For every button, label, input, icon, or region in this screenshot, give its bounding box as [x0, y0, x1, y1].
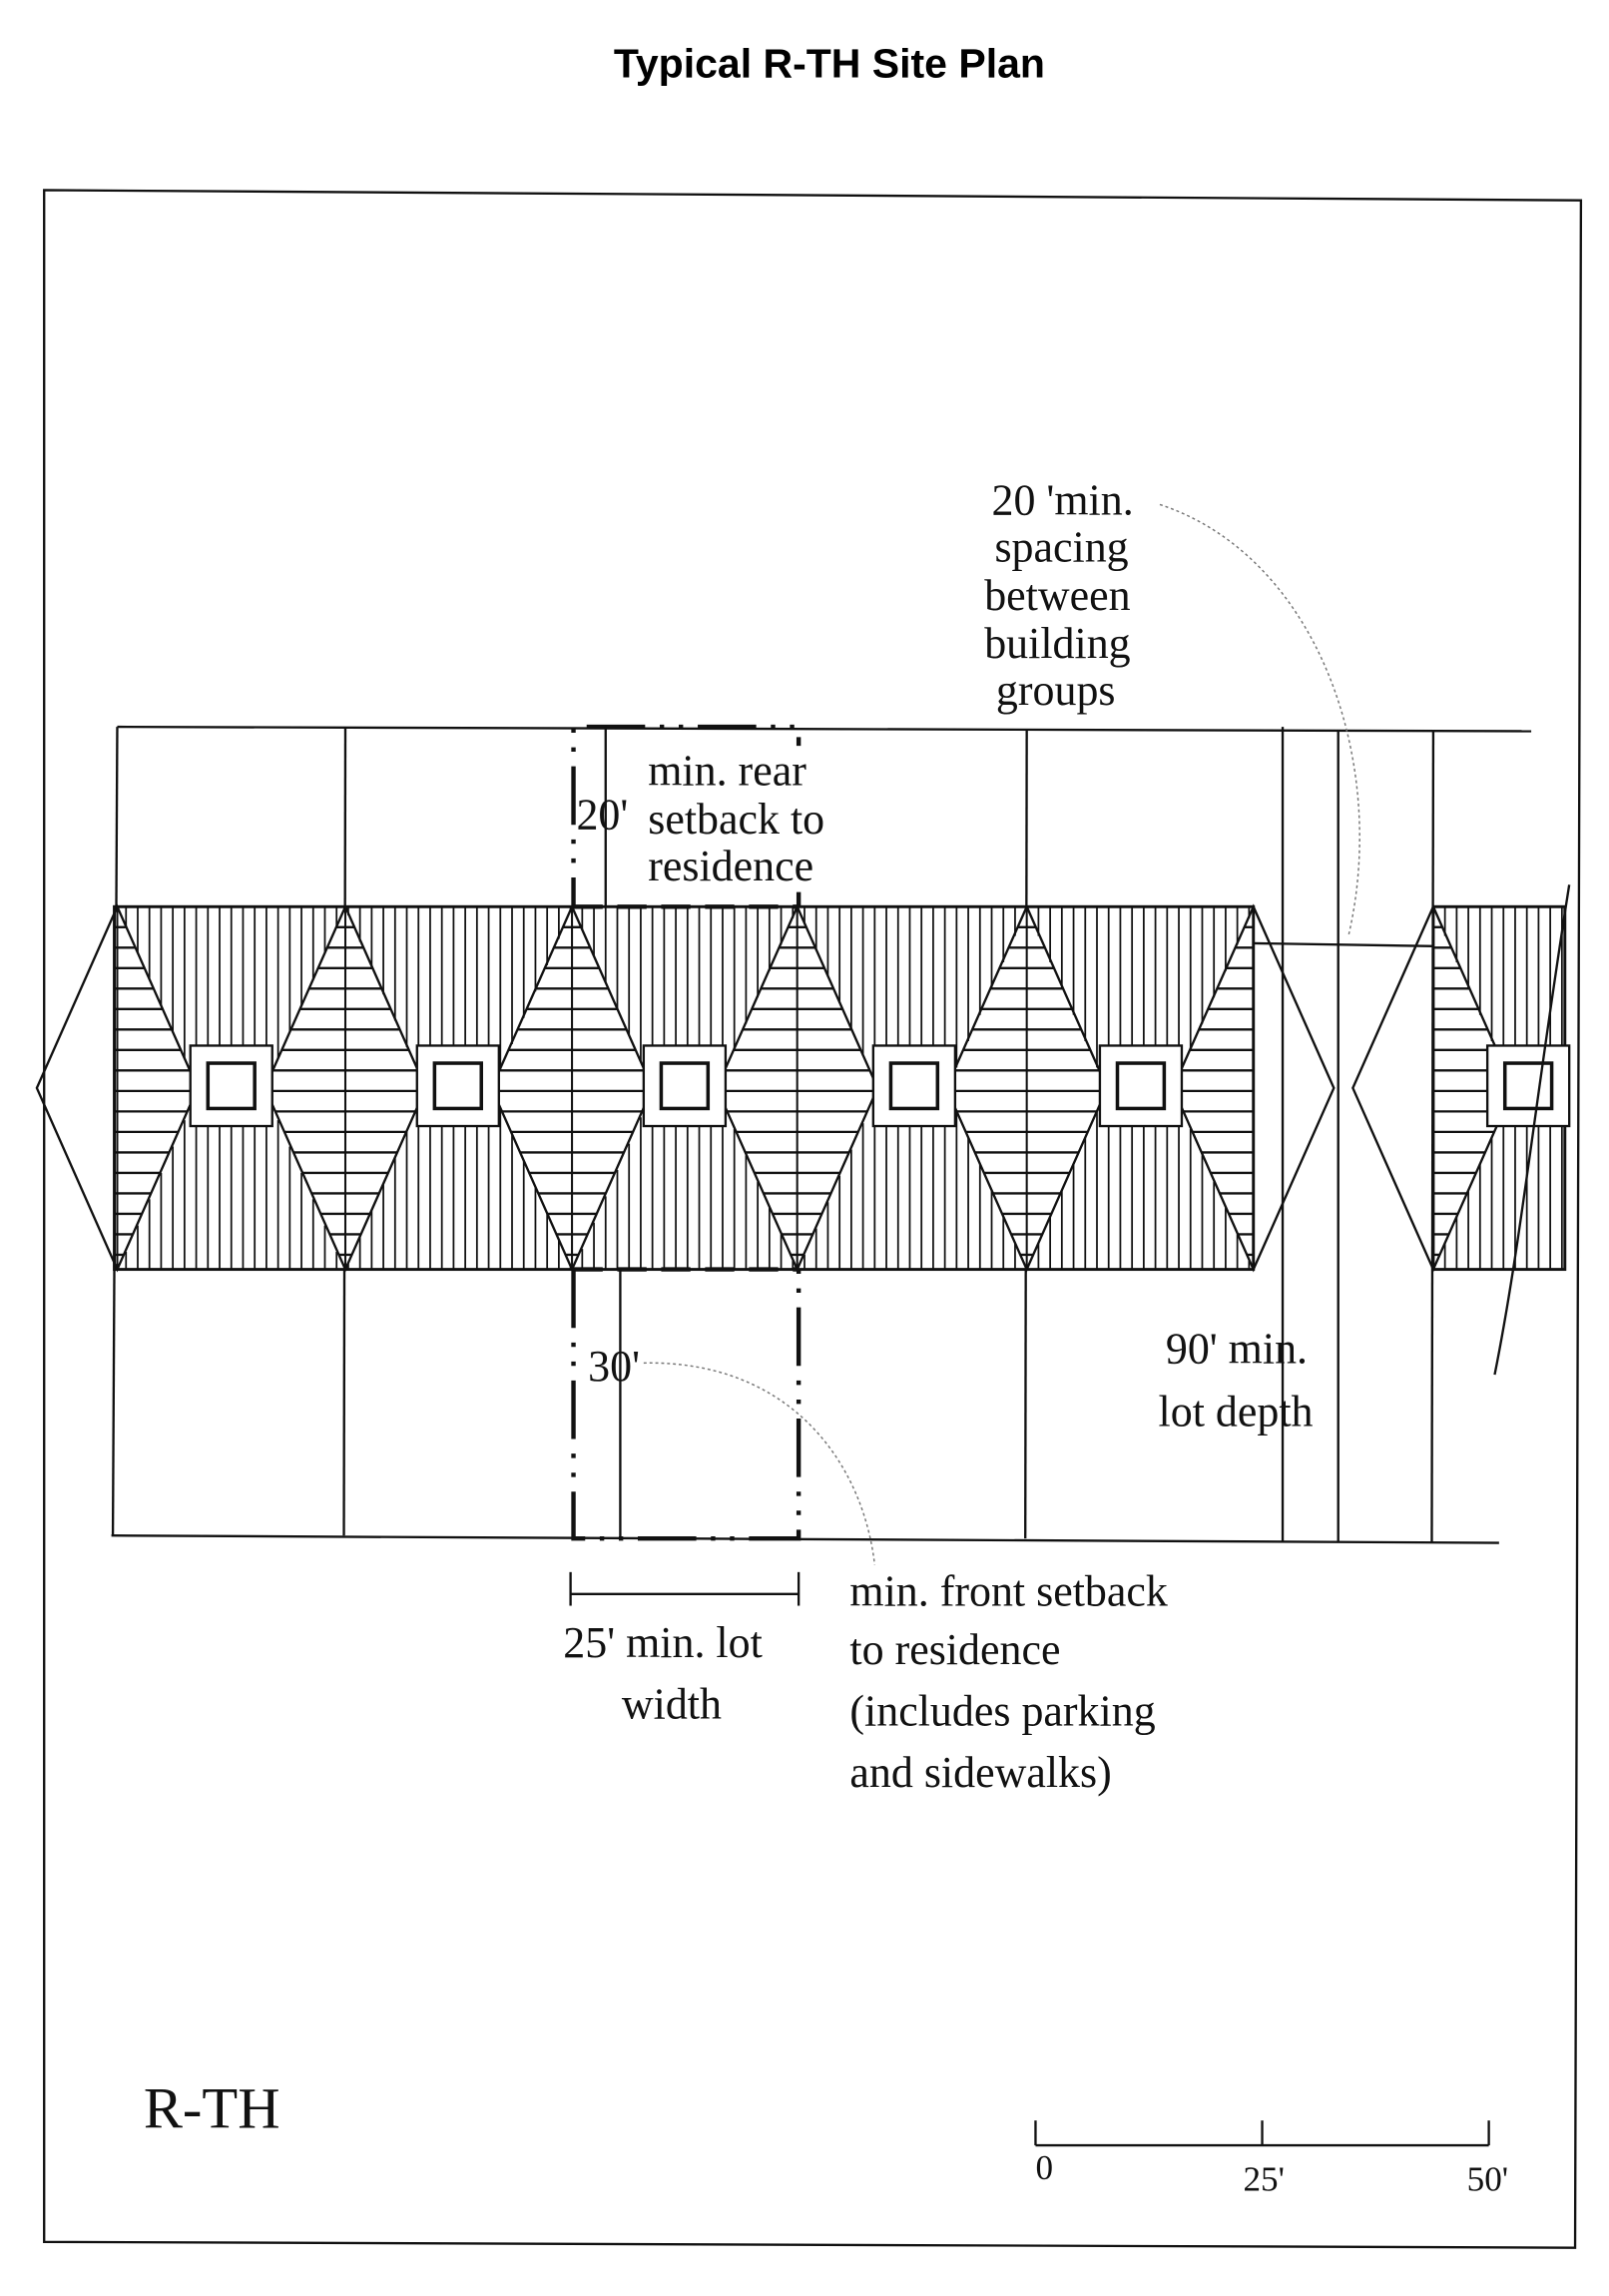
chimney-base [189, 1044, 273, 1128]
front-setback-label: min. front setback to residence (include… [849, 1567, 1167, 1798]
label-line: and sidewalks) [849, 1748, 1111, 1797]
label-line: min. front setback [849, 1567, 1167, 1616]
lot-width-label: 25' min. lot width [563, 1618, 763, 1729]
lot-depth-label: 90' min. lot depth [1159, 1324, 1314, 1435]
highlighted-lot-rear-setback [571, 724, 802, 907]
label-line: width [622, 1679, 722, 1728]
label-line: (includes parking [849, 1687, 1155, 1736]
label-line: 90' min. [1166, 1324, 1308, 1373]
lot-rear-line [117, 725, 1532, 733]
frame-border [43, 189, 1583, 2249]
page-title: Typical R-TH Site Plan [614, 41, 1045, 87]
chimney-icon [888, 1061, 940, 1111]
building-group [35, 903, 1336, 1273]
cut-line [1493, 884, 1571, 1376]
roof-diamond [264, 903, 427, 1273]
rear-setback-value: 20' [576, 791, 628, 840]
roof-diamond [944, 903, 1109, 1273]
spacing-label: 20 'min. spacing between building groups [984, 476, 1134, 715]
spacing-dimension [1253, 941, 1433, 948]
label-line: 25' min. lot [563, 1618, 763, 1667]
chimney-icon [659, 1061, 711, 1111]
label-line: spacing [994, 523, 1128, 572]
label-line: residence [648, 842, 813, 890]
label-line: lot depth [1159, 1387, 1314, 1435]
front-setback-value: 30' [588, 1342, 640, 1391]
roof-diamond [1351, 903, 1515, 1273]
scale-bar: 0 25' 50' [1034, 2120, 1508, 2199]
rear-setback-label: min. rear 20' setback to residence [576, 746, 860, 892]
label-line: groups [996, 666, 1116, 715]
scale-label: 50' [1467, 2160, 1508, 2199]
roof-diamond [35, 903, 200, 1273]
chimney-icon [432, 1061, 484, 1111]
highlighted-lot-front-setback [571, 1269, 802, 1541]
label-line: to residence [849, 1625, 1060, 1674]
label-line: between [984, 571, 1130, 620]
scale-label: 0 [1035, 2148, 1053, 2187]
scale-label: 25' [1243, 2160, 1284, 2199]
label-line: min. rear [648, 747, 806, 796]
lot-front-line [111, 1534, 1499, 1544]
leader-line [1159, 503, 1360, 936]
label-line: 20 'min. [992, 476, 1134, 525]
roof-diamond [1171, 903, 1336, 1273]
chimney-icon [1502, 1061, 1554, 1111]
label-line: building [984, 619, 1130, 668]
zone-label: R-TH [144, 2076, 280, 2141]
chimney-icon [1115, 1061, 1167, 1111]
leader-line [643, 1362, 876, 1565]
chimney-icon [206, 1061, 257, 1111]
building-group-partial [1351, 903, 1571, 1273]
label-line: setback to [648, 795, 824, 844]
